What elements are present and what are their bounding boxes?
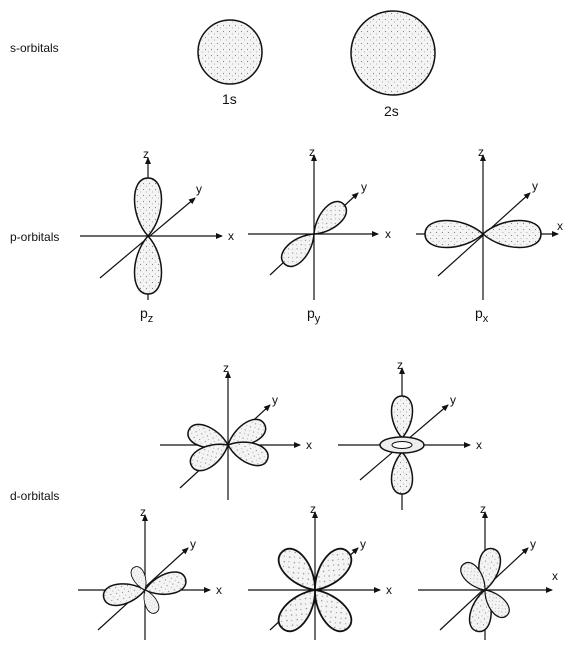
- orbital-dz2: z y x: [338, 358, 482, 510]
- axis-y-label: y: [190, 537, 196, 551]
- orbital-label-1s: 1s: [222, 91, 237, 107]
- orbital-py: z y x py: [248, 145, 391, 325]
- axis-y-label: y: [532, 179, 538, 193]
- row-label-d: d-orbitals: [10, 489, 59, 503]
- axis-z-label: z: [480, 502, 486, 516]
- orbital-label-pz: pz: [140, 305, 153, 325]
- axis-z-label: z: [478, 145, 484, 159]
- axis-x-label: x: [306, 438, 312, 452]
- axis-z-label: z: [310, 502, 316, 516]
- axis-x-label: x: [552, 569, 558, 583]
- axis-z-label: z: [397, 358, 403, 372]
- axis-x-label: x: [216, 583, 222, 597]
- orbital-d-xy-top: z y x: [160, 361, 312, 500]
- orbital-2s: 2s: [351, 11, 435, 119]
- orbital-px: z y x px: [416, 145, 563, 325]
- axis-y-label: y: [450, 393, 456, 407]
- orbital-label-py: py: [307, 305, 321, 325]
- axis-x-label: x: [476, 438, 482, 452]
- axis-y-label: y: [361, 180, 367, 194]
- axis-y-label: y: [272, 393, 278, 407]
- axis-x-label: x: [386, 583, 392, 597]
- axis-y-label: y: [360, 537, 366, 551]
- row-label-p: p-orbitals: [10, 230, 59, 244]
- row-label-s: s-orbitals: [10, 41, 59, 55]
- orbital-d-bottom-right: z y x: [418, 502, 558, 640]
- orbital-label-px: px: [475, 305, 489, 325]
- axis-z-label: z: [143, 147, 149, 161]
- orbital-1s: 1s: [198, 20, 262, 107]
- axis-y-label: y: [530, 537, 536, 551]
- axis-x-label: x: [557, 219, 563, 233]
- axis-x-label: x: [228, 229, 234, 243]
- orbital-pz: z y x pz: [80, 147, 234, 325]
- orbital-d-bottom-middle: z y x: [248, 502, 392, 640]
- axis-y-label: y: [196, 182, 202, 196]
- orbital-d-bottom-left: z y x: [78, 505, 222, 640]
- axis-z-label: z: [223, 361, 229, 375]
- axis-z-label: z: [140, 505, 146, 519]
- axis-x-label: x: [385, 227, 391, 241]
- orbital-label-2s: 2s: [384, 103, 399, 119]
- axis-z-label: z: [309, 145, 315, 159]
